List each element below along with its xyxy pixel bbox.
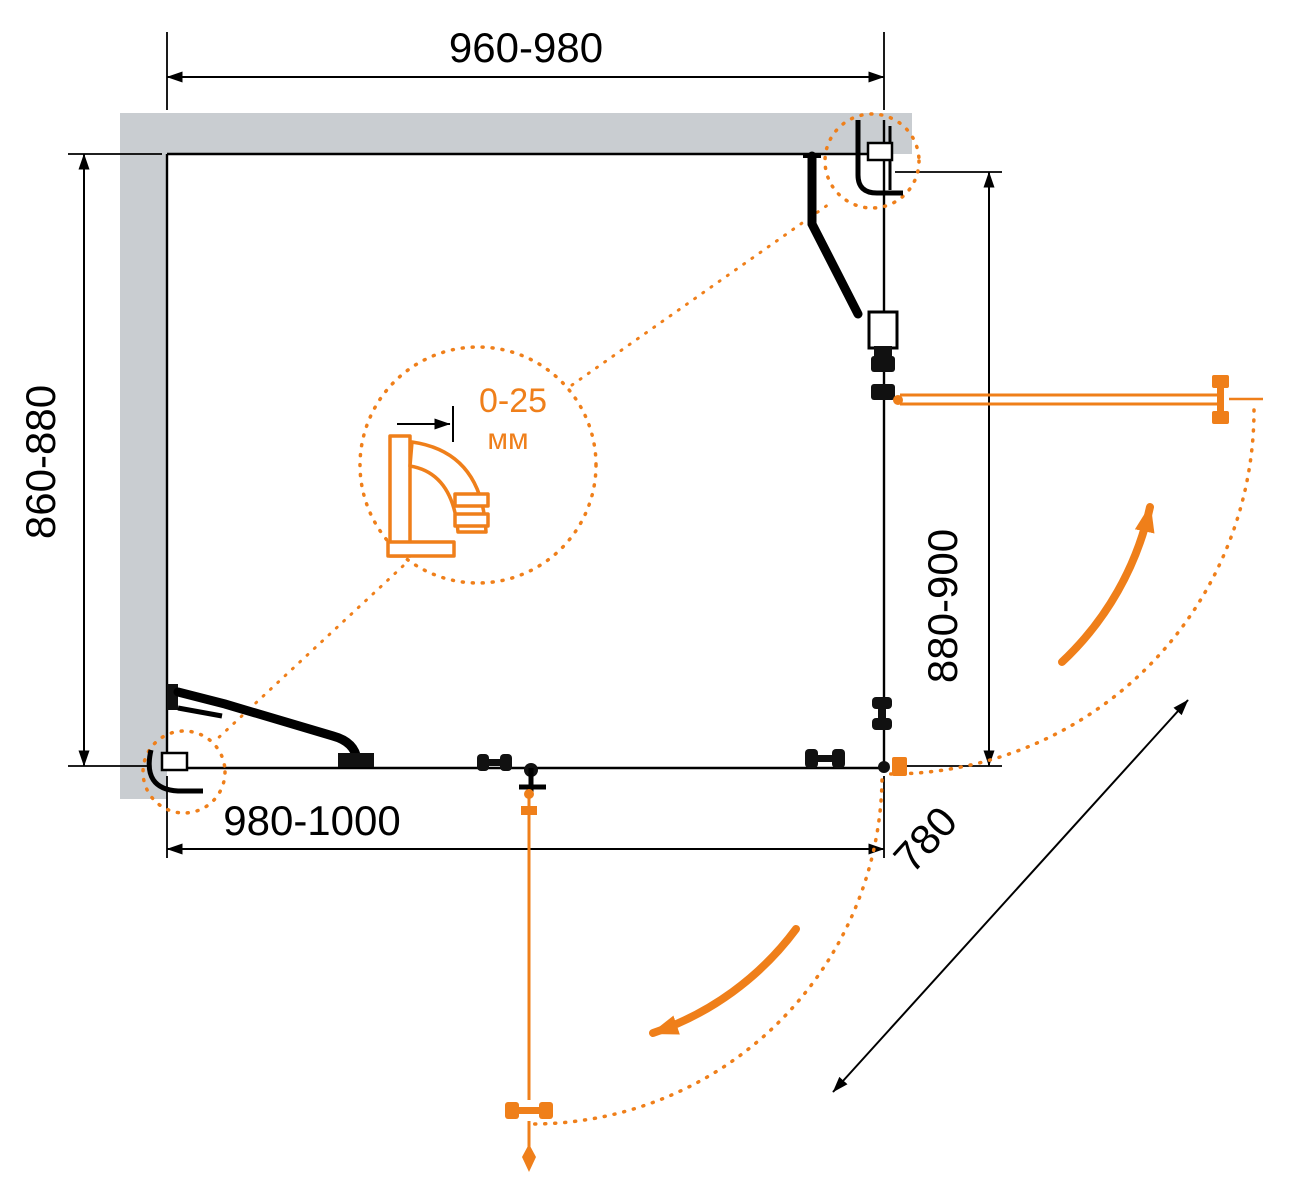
- dim-left: 860-880: [17, 153, 162, 767]
- hardware-bottom-left: [146, 749, 203, 794]
- roller-bottom-bar: [812, 755, 838, 762]
- roller-bottom-left-cap: [805, 749, 818, 768]
- center-knob-right: [500, 754, 512, 771]
- bottom-door-knob-left: [505, 1102, 519, 1119]
- towel-rail-left: [167, 684, 374, 767]
- corner-circle-bottom-left: [141, 729, 227, 815]
- detail-content: 0-25 мм: [386, 382, 547, 558]
- hardware-bottom-right: [878, 757, 907, 776]
- corner-pivot-point: [878, 761, 890, 773]
- profile-clip-lower: [453, 512, 490, 528]
- bottom-door-knob-right: [539, 1102, 553, 1119]
- knob-right-top: [872, 697, 892, 709]
- support-arm: [807, 151, 863, 319]
- bottom-door-handle-bar: [517, 1107, 541, 1114]
- dim-diagonal: 780: [832, 699, 1189, 1093]
- hinge-block-top: [867, 310, 899, 350]
- dim-bottom: 980-1000: [166, 776, 885, 858]
- right-door-open: [871, 356, 1263, 424]
- door-handle-bar: [1217, 375, 1224, 424]
- wall-profile-hook-top: [855, 120, 903, 196]
- hinge-plate-upper: [871, 356, 895, 372]
- wall-clamp-bottom: [160, 751, 189, 772]
- bottom-door-tip: [522, 1144, 536, 1172]
- hardware-bottom-center: [477, 754, 546, 792]
- fittings: [805, 697, 892, 768]
- knob-right-bottom: [872, 718, 892, 730]
- roller-bottom-right-cap: [832, 749, 845, 768]
- wall-profile-hook-bottom: [146, 749, 203, 794]
- rail-bar: [173, 687, 362, 765]
- dim-diagonal-line: [832, 699, 1189, 1093]
- corner-circle-top-right: [823, 112, 921, 210]
- rail-mount: [167, 684, 178, 710]
- dim-right: 880-900: [895, 171, 1002, 767]
- leader-line-top-right: [570, 200, 834, 387]
- rail-strut: [177, 705, 223, 719]
- rail-foot: [338, 753, 374, 767]
- door-swings: [530, 408, 1256, 1126]
- detail-value-label: 0-25: [479, 382, 547, 420]
- swing-arrow-bottom: [649, 925, 800, 1037]
- corner-pivot-plate: [892, 757, 907, 776]
- detail-callout: [141, 112, 921, 815]
- center-knob-bar: [483, 759, 505, 766]
- swing-arrow-right: [1058, 503, 1155, 666]
- dim-right-label: 880-900: [919, 529, 966, 683]
- profile-clip-upper: [453, 492, 490, 508]
- swing-arc-bottom: [530, 778, 884, 1126]
- dim-left-label: 860-880: [17, 385, 64, 539]
- hinge-foot-top: [874, 346, 892, 358]
- profile-foot: [386, 540, 456, 558]
- detail-circle: [358, 345, 598, 585]
- dim-diagonal-label: 780: [884, 798, 966, 881]
- wall-top: [120, 113, 912, 154]
- detail-unit-label: мм: [487, 423, 528, 456]
- profile-wall-strip: [388, 434, 412, 558]
- hinge-plate-lower: [871, 384, 895, 400]
- wall-clamp-top: [866, 141, 894, 162]
- dim-top: 960-980: [166, 24, 885, 110]
- dim-bottom-label: 980-1000: [223, 797, 401, 844]
- walls: [120, 113, 912, 799]
- bottom-door-open: [505, 789, 553, 1172]
- wall-left: [120, 113, 167, 799]
- knob-right-stem: [878, 705, 886, 722]
- dim-top-label: 960-980: [449, 24, 603, 71]
- profile-quarter-round: [408, 440, 488, 534]
- hardware-top-right: [803, 120, 903, 358]
